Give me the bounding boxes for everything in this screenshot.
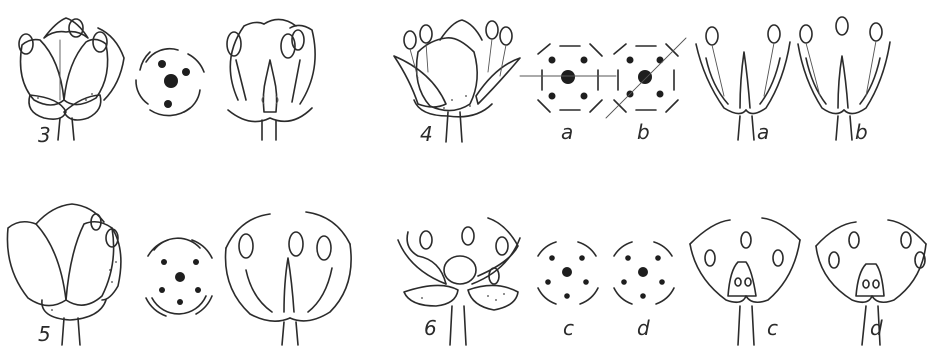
fig3-label: 3 xyxy=(38,125,51,145)
fig4-label: 4 xyxy=(420,124,433,144)
fig5-flower-side-view xyxy=(7,204,120,345)
fig5-floral-diagram xyxy=(146,238,212,316)
fig3-longitudinal-section xyxy=(227,19,315,140)
fig6d-diagram-label: d xyxy=(637,318,650,338)
fig4-flower-side-view xyxy=(394,20,520,142)
fig4b-longitudinal-section xyxy=(798,17,890,140)
fig5-label: 5 xyxy=(38,324,51,344)
fig6-label: 6 xyxy=(424,318,437,338)
fig4a-floral-diagram xyxy=(520,44,616,112)
fig4b-diagram-label: b xyxy=(637,122,650,142)
fig3-flower-side-view xyxy=(19,18,124,140)
fig4a-section-label: a xyxy=(757,122,769,142)
fig3-floral-diagram xyxy=(136,49,204,116)
fig4a-diagram-label: a xyxy=(561,122,573,142)
fig6c-section-label: c xyxy=(767,318,778,338)
fig6d-floral-diagram xyxy=(614,242,674,304)
fig6c-floral-diagram xyxy=(538,242,598,304)
fig5-longitudinal-section xyxy=(226,212,352,345)
fig4b-section-label: b xyxy=(855,122,868,142)
fig6c-longitudinal-section xyxy=(690,218,800,345)
fig6c-diagram-label: c xyxy=(563,318,574,338)
fig4a-longitudinal-section xyxy=(696,25,790,140)
fig6d-section-label: d xyxy=(870,318,883,338)
fig6-flower-side-view xyxy=(398,218,520,345)
fig4b-floral-diagram xyxy=(606,38,686,118)
